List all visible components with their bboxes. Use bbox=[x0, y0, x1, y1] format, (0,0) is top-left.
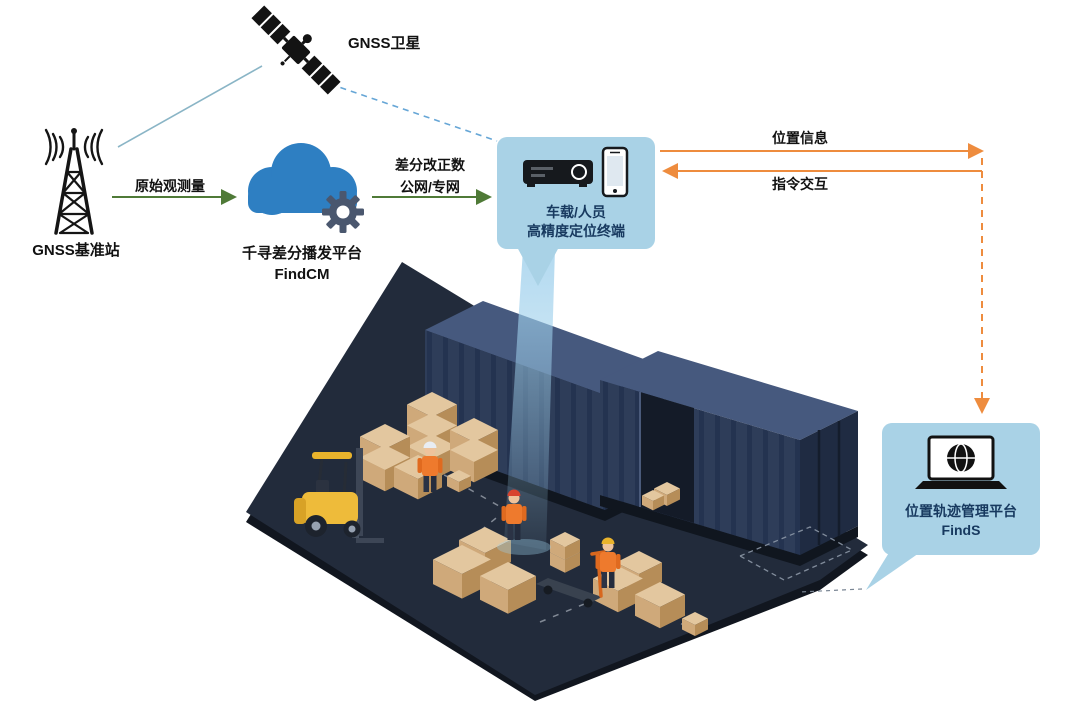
satellite-terminal-link bbox=[329, 83, 498, 142]
finds-callout-tail bbox=[866, 551, 922, 590]
satellite-label: GNSS卫星 bbox=[348, 35, 421, 52]
radio-tower-icon bbox=[44, 128, 104, 235]
terminal-callout: 车载/人员 高精度定位终端 bbox=[497, 137, 655, 249]
laptop-globe-icon bbox=[915, 435, 1007, 489]
satellite-station-link bbox=[117, 65, 263, 148]
scene-illustration bbox=[246, 249, 868, 701]
correction-label-line2: 公网/专网 bbox=[400, 179, 460, 196]
satellite-icon bbox=[251, 5, 341, 95]
forklift-icon bbox=[294, 448, 384, 543]
base-station-label: GNSS基准站 bbox=[32, 242, 120, 259]
smartphone-icon bbox=[601, 146, 629, 198]
terminal-label-line2: 高精度定位终端 bbox=[527, 222, 625, 239]
cloud-platform-label: 千寻差分播发平台 FindCM bbox=[222, 243, 382, 285]
terminal-label-line1: 车载/人员 bbox=[546, 204, 606, 220]
cloud-platform-name: 千寻差分播发平台 bbox=[241, 245, 362, 262]
positioning-beam bbox=[497, 249, 555, 555]
correction-label-line1: 差分改正数 bbox=[395, 157, 465, 173]
cloud-gear-icon bbox=[248, 143, 364, 233]
gear-icon bbox=[322, 191, 364, 233]
command-exchange-label: 指令交互 bbox=[772, 176, 828, 192]
management-platform-callout: 位置轨迹管理平台 FindS bbox=[882, 423, 1040, 555]
container-icon-right bbox=[600, 351, 858, 566]
gnss-receiver-icon bbox=[523, 160, 593, 187]
terminal-callout-tail bbox=[517, 247, 559, 286]
management-platform-name: 位置轨迹管理平台 bbox=[905, 503, 1017, 519]
container-open-door bbox=[639, 392, 694, 523]
finds-scene-link bbox=[799, 588, 863, 593]
raw-observation-label: 原始观测量 bbox=[135, 178, 205, 194]
cloud-platform-product: FindCM bbox=[274, 266, 330, 283]
terminal-icons bbox=[523, 146, 629, 198]
correction-label: 差分改正数 公网/专网 bbox=[380, 154, 480, 199]
management-platform-product: FindS bbox=[941, 521, 981, 538]
position-info-label: 位置信息 bbox=[772, 130, 828, 146]
